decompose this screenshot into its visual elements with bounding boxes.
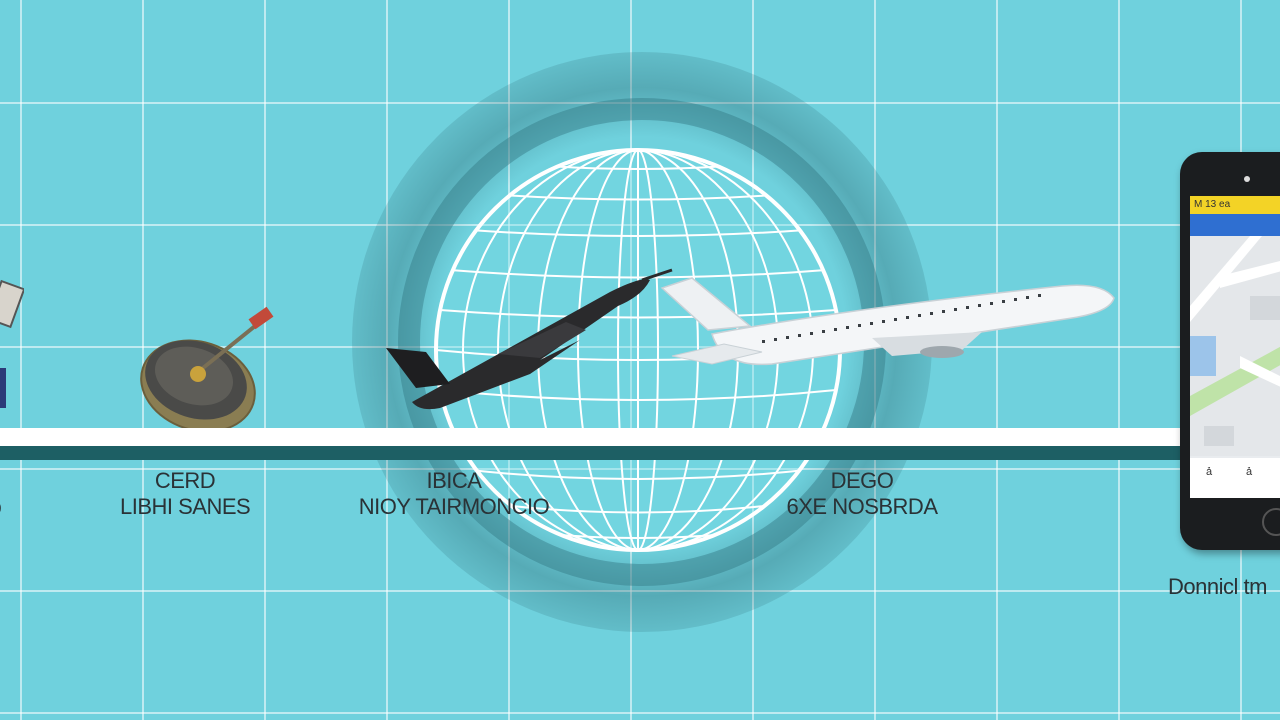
stage-label-line: IBICA [426, 468, 482, 493]
stage-label-line: LIBHI SANES [120, 494, 251, 519]
stage-label-line: DEGO [830, 468, 894, 493]
phone-bottom-bar: ả ả [1190, 458, 1280, 498]
timeline-shadow [0, 446, 1190, 460]
airplane-icon [660, 277, 1115, 366]
stage-label-1: CERD LIBHI SANES [120, 468, 251, 520]
home-button[interactable] [1262, 508, 1280, 536]
map-view [1190, 236, 1280, 456]
antenna-icon [0, 279, 24, 408]
nav-item-right[interactable]: ả [1246, 466, 1253, 478]
phone-header: M 13 ea [1190, 196, 1280, 214]
nav-item-left[interactable]: ả [1206, 466, 1213, 478]
jet-dark-icon [386, 268, 673, 410]
stage-label-3: DEGO 6XE NOSBRDA [782, 468, 942, 520]
stage-label-2: IBICA NIOY TAIRMONCIO [356, 468, 552, 520]
smartphone: M 13 ea ả ả [1180, 152, 1280, 550]
stage-label-line: NIOY TAIRMONCIO [358, 494, 550, 519]
stage-label-0: D [0, 496, 2, 522]
satellite-dish-icon [140, 306, 274, 433]
stage-label-line: CERD [154, 468, 216, 493]
stage-label-line: 6XE NOSBRDA [786, 494, 939, 519]
timeline-bar [0, 428, 1190, 448]
phone-screen: M 13 ea ả ả [1190, 196, 1280, 498]
phone-caption: Donnicl tm [1168, 574, 1267, 599]
phone-nav-bar [1190, 214, 1280, 236]
stage-label-line: D [0, 496, 2, 522]
camera-icon [1244, 176, 1250, 182]
